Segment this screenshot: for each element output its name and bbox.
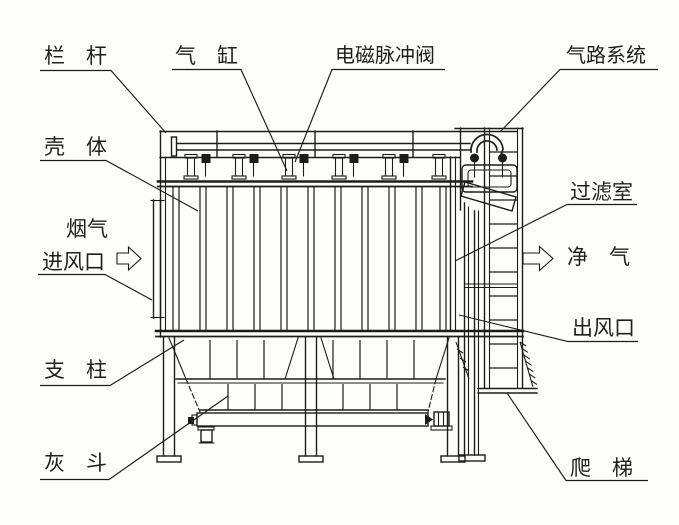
leader-lines (38, 68, 658, 482)
labels: 栏 杆 气 缸 电磁脉冲阀 气路系统 壳 体 烟气 进风口 过滤室 净 气 出风… (42, 44, 646, 480)
label-shell: 壳 体 (44, 135, 107, 159)
label-filter-chamber: 过滤室 (570, 180, 633, 204)
label-flue-gas: 烟气 (66, 217, 108, 241)
label-railing: 栏 杆 (44, 44, 107, 68)
shell-bottom-flange (154, 329, 525, 338)
hopper-ribs-upper (209, 340, 415, 379)
leader-cylinder (172, 68, 288, 172)
label-ash-hopper: 灰 斗 (44, 451, 107, 475)
leader-ladder (506, 392, 648, 482)
label-clean-air: 净 气 (567, 245, 630, 269)
label-air-system: 气路系统 (566, 44, 646, 67)
railing-band (170, 130, 471, 158)
label-support: 支 柱 (44, 358, 107, 382)
air-circuit-system (459, 127, 518, 212)
leader-pulse-valve (294, 68, 445, 163)
outlet-flow-arrow-icon (522, 245, 554, 272)
label-ladder: 爬 梯 (570, 456, 633, 480)
tube-sheet (156, 180, 474, 188)
ladder (454, 127, 538, 394)
pulse-valve-units (183, 153, 447, 180)
leader-support (40, 339, 185, 387)
leader-shell (40, 159, 199, 212)
ash-hoppers (168, 337, 450, 413)
leader-inlet (38, 273, 153, 301)
leader-outlet (458, 314, 638, 343)
leader-railing (40, 69, 167, 134)
label-cylinder: 气 缸 (175, 44, 238, 68)
leader-ash-hopper (40, 395, 229, 481)
screw-conveyor (188, 411, 453, 444)
filter-bags (172, 187, 447, 330)
leader-air-system (499, 68, 658, 133)
label-outlet: 出风口 (572, 316, 635, 340)
label-inlet: 进风口 (42, 250, 105, 274)
support-legs (156, 336, 466, 463)
leader-filter-chamber (454, 203, 637, 262)
inlet-flow-arrow-icon (116, 245, 142, 272)
discharge-chute (197, 426, 215, 444)
inlet-flange (150, 199, 165, 319)
ladder-rungs (489, 151, 518, 369)
slant-duct (460, 181, 517, 212)
hopper-ribs-lower (227, 384, 398, 410)
label-pulse-valve: 电磁脉冲阀 (335, 44, 435, 67)
